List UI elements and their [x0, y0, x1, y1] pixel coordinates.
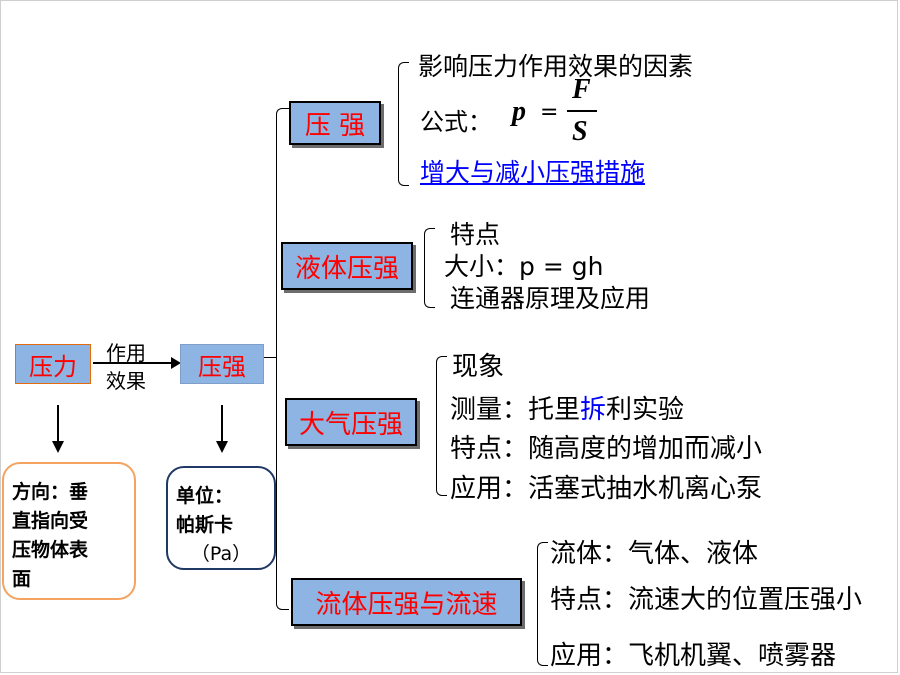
liquid-connector: 连通器原理及应用	[450, 284, 651, 313]
liquid-pressure-label: 液体压强	[294, 253, 399, 284]
pressure-label: 压力	[29, 352, 77, 381]
pressure2-label: 压强	[198, 352, 246, 381]
formula-equals: =	[540, 100, 559, 125]
atmosphere-phenomenon: 现象	[452, 352, 505, 382]
down-arrow-right	[216, 405, 228, 453]
formula-fraction-bar	[567, 110, 597, 112]
fluid-pressure-box: 流体压强与流速	[291, 578, 522, 626]
factors-text: 影响压力作用效果的因素	[418, 52, 694, 81]
direction-line-4: 面	[12, 568, 32, 590]
main-connector	[264, 357, 276, 358]
atmosphere-application: 应用：活塞式抽水机离心泵	[450, 474, 763, 504]
pressure2-box: 压强	[180, 344, 264, 384]
atmosphere-measure: 测量：托里拆利实验	[450, 395, 685, 425]
direction-line-3: 压物体表	[12, 539, 89, 561]
liquid-pressure-box: 液体压强	[281, 242, 413, 290]
atmosphere-pressure-box: 大气压强	[285, 398, 417, 446]
fluid-feature: 特点：流速大的位置压强小	[550, 585, 863, 615]
atmosphere-feature: 特点：随高度的增加而减小	[450, 434, 763, 464]
formula-p: p	[512, 96, 526, 127]
unit-line-3: （Pa）	[190, 543, 252, 565]
liquid-feature: 特点	[450, 220, 501, 249]
solid-pressure-label: 压 强	[304, 110, 366, 141]
formula-numerator: F	[572, 74, 591, 105]
atmosphere-pressure-label: 大气压强	[298, 409, 403, 440]
unit-note: 单位： 帕斯卡 （Pa）	[166, 466, 276, 570]
direction-note: 方向：垂 直指向受 压物体表 面	[2, 462, 136, 600]
fluid-definition: 流体：气体、液体	[550, 539, 759, 569]
unit-line-1: 单位：	[176, 485, 234, 507]
direction-line-2: 直指向受	[12, 510, 89, 532]
fluid-bracket	[537, 542, 548, 666]
liquid-bracket	[424, 228, 435, 308]
effect-label-top: 作用	[106, 341, 146, 365]
main-bracket	[276, 108, 289, 610]
fluid-application: 应用：飞机机翼、喷雾器	[550, 641, 837, 671]
down-arrow-left	[52, 405, 64, 453]
measures-link[interactable]: 增大与减小压强措施	[420, 158, 646, 187]
solid-pressure-box: 压 强	[289, 101, 381, 145]
formula-prefix: 公式：	[420, 108, 492, 136]
fluid-pressure-label: 流体压强与流速	[315, 589, 498, 620]
pressure-box: 压力	[15, 344, 91, 384]
solid-bracket	[398, 62, 409, 186]
direction-line-1: 方向：垂	[12, 481, 89, 503]
effect-label-bottom: 效果	[106, 369, 146, 393]
formula-denominator: S	[572, 116, 588, 147]
effect-arrow	[93, 357, 181, 369]
liquid-magnitude: 大小：p = gh	[444, 252, 604, 281]
unit-line-2: 帕斯卡	[176, 514, 234, 536]
atmosphere-bracket	[436, 356, 447, 496]
